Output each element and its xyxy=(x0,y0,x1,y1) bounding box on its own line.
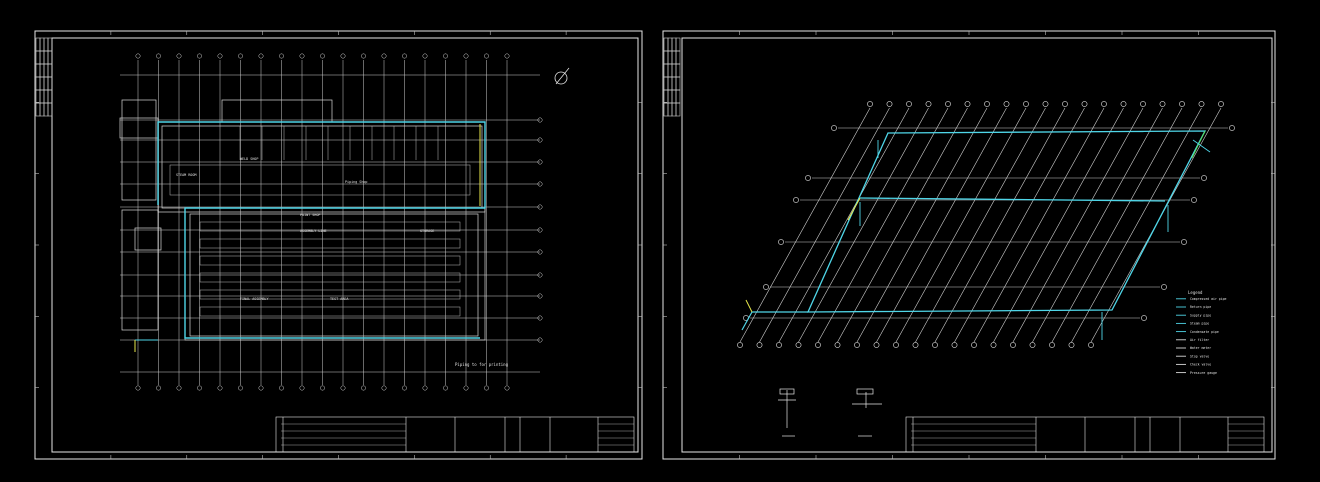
title-block-left xyxy=(275,416,635,453)
legend-item: Water meter xyxy=(1190,346,1211,350)
detail-figure-1 xyxy=(778,388,796,437)
legend-item: Air filter xyxy=(1190,338,1209,342)
title-block-right xyxy=(905,416,1265,453)
room-label: ASSEMBLY LINE xyxy=(300,229,327,233)
legend-item: Check valve xyxy=(1190,363,1211,367)
legend-item: Compressed air pipe xyxy=(1190,297,1227,301)
detail-figure-2 xyxy=(852,388,882,437)
legend-item: Pressure gauge xyxy=(1190,371,1217,375)
legend-item: Supply pipe xyxy=(1190,313,1211,317)
room-label: FINAL ASSEMBLY xyxy=(240,297,269,301)
room-label: STORAGE xyxy=(420,229,434,233)
legend-item: Stop valve xyxy=(1190,354,1209,358)
room-label: PAINT SHOP xyxy=(300,213,320,217)
plan-note: Piping to for printing xyxy=(455,362,509,367)
room-label: WELD SHOP xyxy=(240,157,258,161)
room-label: STEAM ROOM xyxy=(176,173,196,177)
legend-item: Steam pipe xyxy=(1190,322,1209,326)
floor-plan-sheet: STEAM ROOM PAINT SHOP ASSEMBLY LINE STORAGE… xyxy=(34,30,643,460)
legend-item: Return pipe xyxy=(1190,305,1211,309)
legend-title: Legend xyxy=(1188,290,1203,295)
legend-item: Condensate pipe xyxy=(1190,330,1219,334)
room-label: TEST AREA xyxy=(330,297,348,301)
north-arrow-icon xyxy=(554,67,570,85)
room-label: Piping Shop xyxy=(345,180,367,184)
